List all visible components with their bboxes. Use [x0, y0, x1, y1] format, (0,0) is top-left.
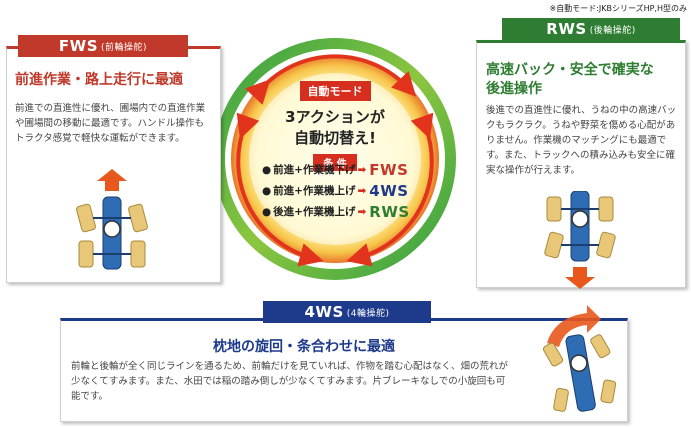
arrow-up-icon — [97, 169, 127, 191]
condition-4ws: ● 前進+作業機上げ ➡ 4WS — [262, 181, 409, 200]
condition-result: 4WS — [369, 181, 409, 200]
tractor-body — [76, 196, 148, 270]
steering-wheel-icon — [103, 220, 121, 238]
arrow-right-icon: ➡ — [357, 163, 367, 176]
rws-card: 高速バック・安全で確実な 後進操作 後進での直進性に優れ、うねの中の高速バックも… — [476, 40, 686, 289]
rws-heading-1: 高速バック・安全で確実な — [486, 62, 654, 78]
auto-mode-title-2: 自動切替え! — [294, 129, 376, 147]
auto-mode-title-1: 3アクションが — [285, 108, 385, 126]
fws-body: 前進での直進性に優れ、圃場内での直進作業や圃場間の移動に最適です。ハンドル操作も… — [15, 103, 206, 144]
condition-text: 前進+作業機上げ — [273, 185, 356, 197]
rws-tab-label: RWS — [546, 20, 587, 38]
condition-text: 後進+作業機上げ — [273, 206, 356, 218]
4ws-tab-label: 4WS — [304, 303, 344, 321]
conditions-label: 条 件 — [313, 154, 357, 171]
cycle-arrow-top — [245, 54, 417, 105]
4ws-tab: 4WS (4輪操舵) — [263, 301, 431, 323]
tractor-body — [544, 191, 616, 262]
condition-fws: ● 前進+作業機下げ ➡ FWS — [262, 160, 409, 179]
fws-tractor-diagram — [76, 169, 148, 270]
fws-card: 前進作業・路上走行に最適 前進での直進性に優れ、圃場内での直進作業や圃場間の移動… — [6, 46, 221, 283]
auto-mode-panel: 自動モード 3アクションが 自動切替え! 条 件 — [255, 80, 415, 171]
4ws-card: 枕地の旋回・条合わせに最適 前輪と後輪が全く同じラインを通るため、前輪だけを見て… — [60, 305, 628, 422]
rws-tractor-diagram — [544, 191, 616, 289]
fws-tab-label: FWS — [58, 37, 99, 55]
arrow-down-icon — [565, 267, 595, 289]
rws-body: 後進での直進性に優れ、うねの中の高速バックもラクラク。うねや野菜を傷める心配があ… — [486, 105, 677, 176]
4ws-tractor-diagram — [542, 305, 617, 412]
curved-arrow-icon — [547, 305, 601, 347]
cycle-arrow-right — [346, 112, 434, 267]
arrow-right-icon: ➡ — [357, 205, 367, 218]
auto-mode-label: 自動モード — [299, 81, 371, 101]
cycle-arrow-left — [236, 112, 324, 267]
footnote: ※自動モード:JKBシリーズHP,H型のみ — [549, 4, 688, 13]
4ws-tab-sub: (4輪操舵) — [346, 308, 390, 319]
fws-heading: 前進作業・路上走行に最適 — [15, 72, 183, 88]
conditions-list: ● 前進+作業機下げ ➡ FWS ● 前進+作業機上げ ➡ 4WS ● 後進+作… — [262, 159, 432, 222]
condition-rws: ● 後進+作業機上げ ➡ RWS — [262, 202, 410, 221]
rws-heading-2: 後進操作 — [486, 81, 542, 97]
fws-tab: FWS (前輪操舵) — [18, 35, 188, 57]
fws-tab-sub: (前輪操舵) — [101, 42, 148, 53]
steering-wheel-icon — [570, 354, 588, 372]
arrow-right-icon: ➡ — [357, 184, 367, 197]
4ws-heading: 枕地の旋回・条合わせに最適 — [213, 339, 395, 355]
rws-tab-sub: (後輪操舵) — [589, 25, 636, 36]
condition-text: 前進+作業機下げ — [273, 164, 356, 176]
condition-result: RWS — [369, 202, 410, 221]
rws-tab: RWS (後輪操舵) — [502, 18, 680, 40]
4ws-body: 前輪と後輪が全く同じラインを通るため、前輪だけを見ていれば、作物を踏む心配はなく… — [71, 361, 509, 402]
steering-wheel-icon — [571, 210, 589, 228]
condition-result: FWS — [369, 160, 409, 179]
tractor-body — [542, 334, 617, 412]
